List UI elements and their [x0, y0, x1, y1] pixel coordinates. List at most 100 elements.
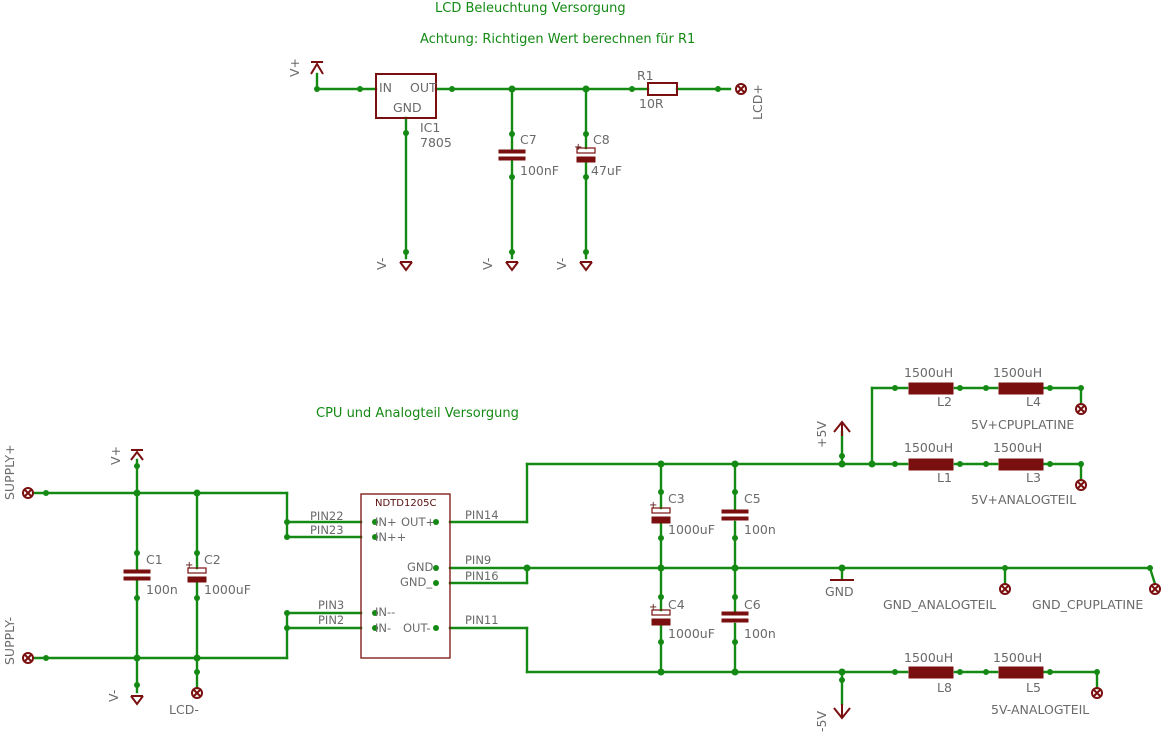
pin14-label: PIN14	[465, 508, 499, 522]
c7-capacitor-icon	[498, 149, 526, 161]
inductor-l4-icon	[998, 382, 1044, 395]
l3-value: 1500uH	[993, 440, 1042, 455]
lcd-section-title: LCD Beleuchtung Versorgung	[435, 1, 626, 16]
lcd-minus-pad-icon	[191, 687, 203, 699]
lcd-plus-pad-icon	[735, 83, 747, 95]
analogteil-label: 5V+ANALOGTEIL	[971, 492, 1076, 507]
lcd-minus-label: LCD-	[169, 702, 199, 717]
c1-name: C1	[146, 552, 163, 567]
l5-name: L5	[1026, 680, 1041, 695]
svg-text:+: +	[649, 602, 657, 613]
c4-electrolytic-capacitor-icon: +	[649, 602, 671, 626]
c5-capacitor-icon	[721, 509, 749, 521]
c8-electrolytic-capacitor-icon: +	[574, 142, 596, 163]
minus-analogteil-label: 5V-ANALOGTEIL	[991, 702, 1089, 717]
cpu-junctions	[43, 385, 1153, 688]
cpu-vminus-label: V-	[106, 690, 121, 702]
l5-value: 1500uH	[993, 650, 1042, 665]
svg-text:+: +	[649, 500, 657, 511]
lcd-vplus-label: V+	[287, 58, 302, 77]
c4-name: C4	[668, 597, 685, 612]
ic1-value: 7805	[420, 135, 452, 150]
c2-value: 1000uF	[204, 582, 251, 597]
cpu-vminus-supply-icon	[130, 695, 144, 706]
ndtd1205c-converter: NDTD1205C IN+ OUT+ IN++ GND GND_ IN-- IN…	[360, 493, 451, 659]
lcd-junctions	[314, 85, 721, 255]
converter-name: NDTD1205C	[375, 498, 436, 509]
analogteil-pad-icon	[1075, 479, 1087, 491]
minus-analogteil-pad-icon	[1091, 687, 1103, 699]
c2-electrolytic-capacitor-icon: +	[185, 560, 207, 583]
converter-pin-gnd: GND	[407, 560, 434, 574]
inductor-l3-icon	[998, 458, 1044, 471]
c5-value: 100n	[744, 522, 776, 537]
l2-name: L2	[937, 394, 952, 409]
r1-value: 10R	[639, 96, 664, 111]
converter-pin-in-plusplus: IN++	[375, 530, 406, 544]
c1-capacitor-icon	[123, 569, 151, 581]
cpu-wires	[32, 386, 1157, 706]
pin9-label: PIN9	[465, 553, 491, 567]
l8-value: 1500uH	[904, 650, 953, 665]
pin16-label: PIN16	[465, 569, 499, 583]
gnd-cpuplatine-label: GND_CPUPLATINE	[1032, 597, 1143, 612]
cpu-vplus-label: V+	[108, 446, 123, 465]
converter-pin-in-plus: IN+	[375, 515, 397, 529]
ic1-pin-gnd: GND	[393, 100, 422, 115]
ic1-pin-out: OUT	[410, 80, 437, 95]
c1-value: 100n	[146, 582, 178, 597]
cpuplatine-pad-icon	[1075, 403, 1087, 415]
lcd-vminus-label-3: V-	[554, 258, 569, 270]
c7-name: C7	[520, 132, 537, 147]
c2-name: C2	[204, 552, 221, 567]
inductor-l5-icon	[998, 666, 1044, 679]
l4-name: L4	[1026, 394, 1041, 409]
l8-name: L8	[937, 680, 952, 695]
c6-value: 100n	[744, 626, 776, 641]
plus5v-supply-icon	[833, 420, 851, 436]
svg-text:+: +	[185, 560, 193, 571]
plus5v-label: +5V	[814, 421, 829, 448]
lcd-vminus-label-2: V-	[480, 258, 495, 270]
gnd-label: GND	[825, 584, 854, 599]
cpuplatine-label: 5V+CPUPLATINE	[971, 417, 1074, 432]
supply-minus-label: SUPPLY-	[2, 617, 17, 665]
supply-minus-pad-icon	[22, 652, 34, 664]
l1-name: L1	[937, 470, 952, 485]
c3-value: 1000uF	[668, 522, 715, 537]
pin11-label: PIN11	[465, 613, 499, 627]
c3-electrolytic-capacitor-icon: +	[649, 500, 671, 524]
minus5v-label: -5V	[814, 711, 829, 732]
vplus-supply-icon	[310, 61, 324, 75]
lcd-vminus-label-1: V-	[374, 258, 389, 270]
c5-name: C5	[744, 491, 761, 506]
pin22-label: PIN22	[310, 509, 344, 523]
ic1-pin-in: IN	[379, 80, 392, 95]
inductor-l1-icon	[908, 458, 954, 471]
c8-name: C8	[593, 132, 610, 147]
converter-pin-out-minus: OUT-	[403, 621, 431, 635]
svg-text:+: +	[574, 142, 582, 153]
gnd-analogteil-label: GND_ANALOGTEIL	[883, 597, 996, 612]
l3-name: L3	[1026, 470, 1041, 485]
vminus-supply-icon	[399, 261, 593, 272]
c4-value: 1000uF	[668, 626, 715, 641]
lcd-plus-label: LCD+	[750, 84, 765, 120]
supply-plus-pad-icon	[22, 487, 34, 499]
gnd-analogteil-pad-icon	[999, 583, 1011, 595]
inductor-l2-icon	[908, 382, 954, 395]
cpu-vplus-supply-icon	[130, 449, 144, 461]
l4-value: 1500uH	[993, 365, 1042, 380]
ic1-name: IC1	[420, 120, 440, 135]
pin23-label: PIN23	[310, 523, 344, 537]
pin3-label: PIN3	[318, 598, 344, 612]
converter-pin-in-minusminus: IN--	[375, 605, 395, 619]
inductor-l8-icon	[908, 666, 954, 679]
r1-resistor-icon	[647, 82, 678, 96]
r1-warning-note: Achtung: Richtigen Wert berechnen für R1	[420, 32, 695, 47]
l2-value: 1500uH	[904, 365, 953, 380]
c6-capacitor-icon	[721, 611, 749, 623]
converter-pin-in-minus: IN-	[375, 621, 391, 635]
cpu-section-title: CPU und Analogteil Versorgung	[316, 406, 519, 421]
